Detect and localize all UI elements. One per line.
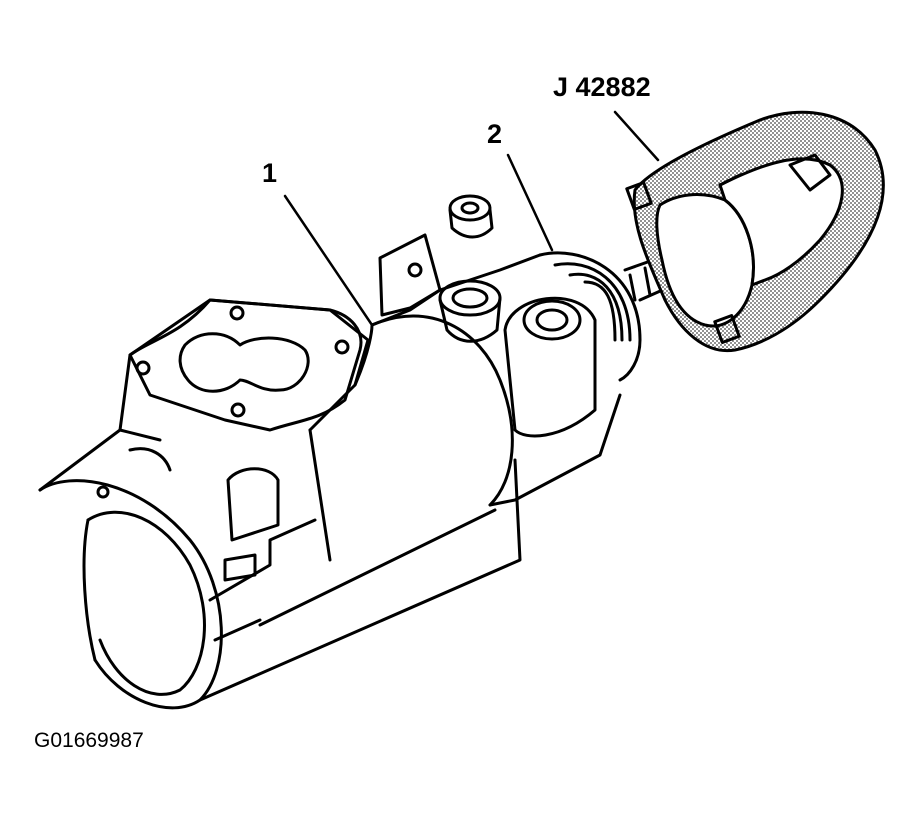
- flange-opening: [178, 332, 310, 393]
- gear-housing: [38, 298, 522, 710]
- leader-line-1: [283, 194, 374, 327]
- leader-line-2: [506, 153, 554, 252]
- bracket-tab: [378, 233, 442, 317]
- front-port: [503, 296, 597, 438]
- leader-line-tool: [613, 110, 660, 162]
- top-port: [438, 279, 502, 317]
- port-seal: [448, 194, 494, 239]
- side-boss: [226, 467, 280, 542]
- threaded-adjuster: [538, 251, 642, 382]
- callout-1: 1: [262, 158, 278, 188]
- housing-end-ring: [38, 479, 223, 710]
- figure-id: G01669987: [34, 729, 144, 752]
- valve-body-face: [370, 314, 514, 507]
- callout-2: 2: [487, 119, 503, 149]
- special-tool: [625, 110, 885, 353]
- mounting-flange: [128, 298, 363, 432]
- callout-tool-number: J 42882: [553, 72, 651, 102]
